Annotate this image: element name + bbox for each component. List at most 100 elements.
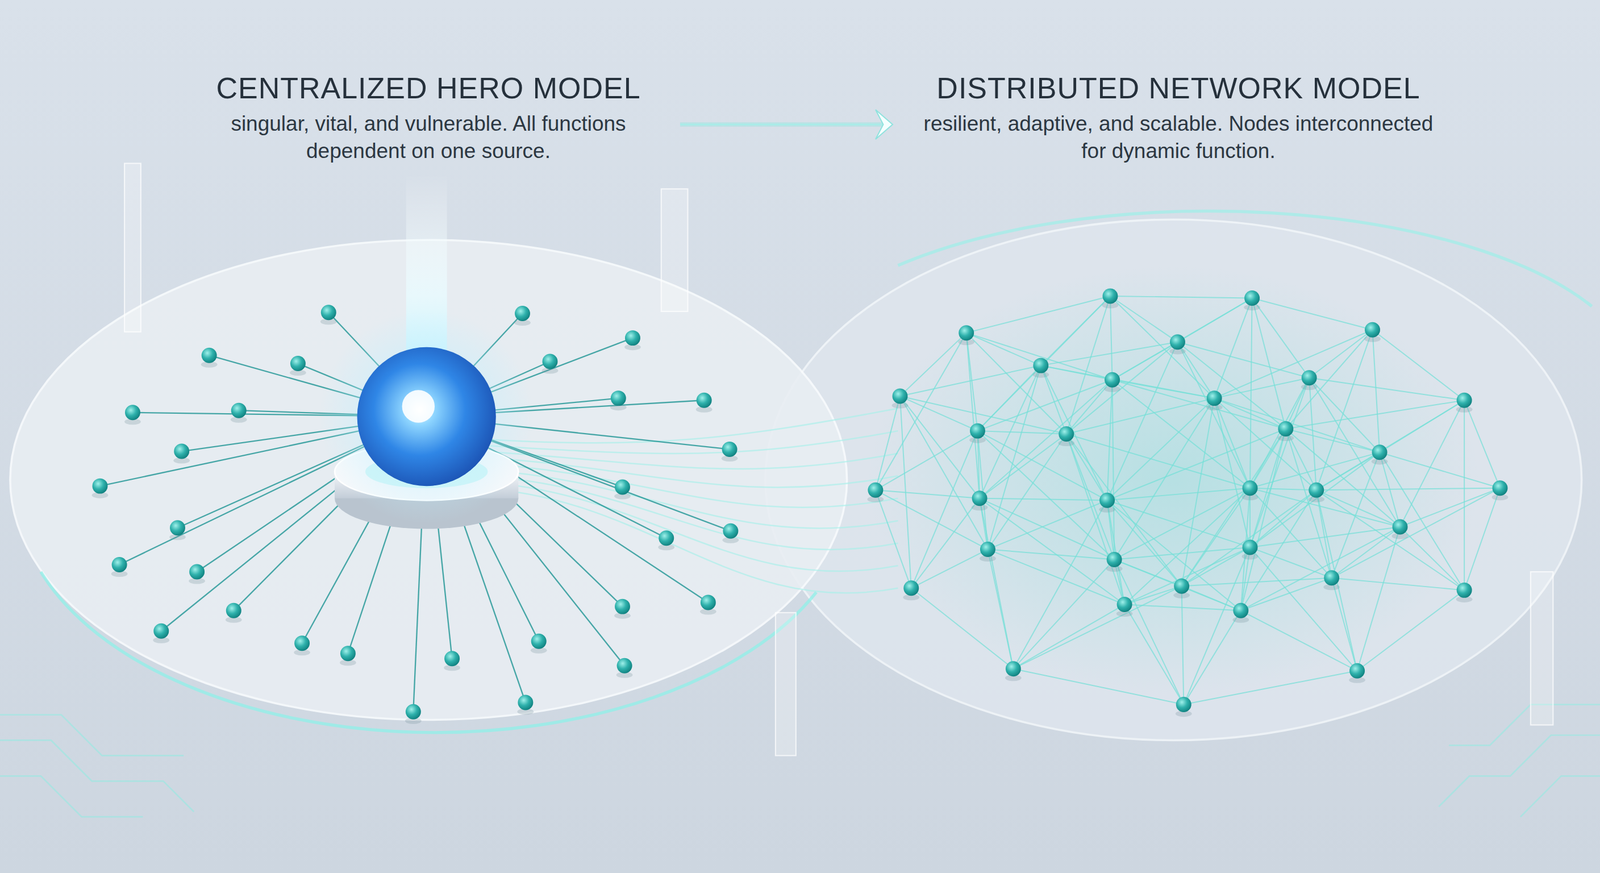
network-dot (1456, 582, 1473, 598)
mesh-line (1214, 398, 1380, 453)
network-dot (231, 402, 247, 419)
hub-core (402, 389, 435, 423)
mesh-line (1013, 604, 1125, 669)
mesh-line (979, 379, 1112, 498)
mesh-line (979, 498, 1125, 605)
network-dot (1032, 357, 1049, 374)
mesh-line (1183, 610, 1241, 704)
network-dot (542, 353, 558, 369)
mesh-line (1107, 379, 1113, 500)
mesh-line (1250, 547, 1332, 578)
mesh-line (900, 396, 978, 431)
mesh-line (966, 296, 1111, 333)
mesh-line (1112, 342, 1178, 380)
network-plate (765, 219, 1582, 740)
network-dot (1099, 492, 1115, 508)
network-dot (1244, 290, 1260, 306)
mesh-line (1400, 526, 1465, 590)
mesh-line (911, 549, 989, 589)
mesh-line (1309, 329, 1373, 378)
network-dot (1277, 421, 1294, 437)
mesh-line (1214, 298, 1252, 399)
mesh-line (1110, 296, 1253, 299)
mesh-line (1240, 610, 1358, 671)
flow-line (479, 430, 898, 454)
mesh-line (1331, 526, 1400, 578)
arrow-head (875, 109, 893, 140)
network-dot (1102, 288, 1118, 304)
mesh-line (1250, 452, 1380, 548)
network-dot (1106, 551, 1123, 568)
mesh-line (1240, 577, 1332, 611)
mesh-line (1114, 559, 1184, 704)
mesh-line (1183, 547, 1250, 705)
network-dot (1364, 322, 1381, 338)
network-dot (111, 556, 128, 573)
mesh-line (1013, 668, 1184, 705)
mesh-line (1110, 296, 1178, 343)
mesh-line (1181, 428, 1286, 587)
mesh-line (1066, 434, 1125, 605)
mesh-line (875, 430, 978, 490)
mesh-line (987, 500, 1107, 549)
network-dot (92, 478, 108, 494)
mesh-line (1114, 547, 1250, 560)
mesh-line (1114, 559, 1241, 611)
mesh-line (1372, 329, 1465, 400)
network-dot (617, 657, 633, 674)
flow-line (479, 463, 898, 508)
mesh-line (979, 498, 1115, 560)
network-dot (972, 490, 988, 506)
mesh-line (1252, 298, 1373, 331)
arrow-glow (680, 122, 884, 127)
network-dot (517, 694, 533, 711)
mesh-line (1214, 398, 1317, 491)
mesh-line (1110, 296, 1215, 399)
mesh-line (977, 430, 1066, 434)
mesh-line (1177, 342, 1250, 489)
panel-description: singular, vital, and vulnerable. All fun… (192, 110, 665, 165)
network-dot (1301, 369, 1318, 386)
hub-sphere (357, 347, 497, 486)
network-dot (969, 423, 986, 439)
network-dot (1392, 519, 1408, 535)
circuit-traces (0, 704, 1600, 818)
mesh-line (1309, 377, 1400, 527)
mesh-line (1463, 400, 1465, 590)
network-dot (1349, 663, 1365, 679)
network-links (875, 296, 1500, 705)
mesh-line (1464, 400, 1500, 488)
network-dot (722, 441, 738, 457)
mesh-line (1040, 365, 1215, 398)
mesh-line (1400, 488, 1500, 527)
mesh-line (1112, 379, 1250, 488)
mesh-line (1372, 329, 1381, 453)
network-dot (1308, 482, 1324, 498)
mesh-line (1316, 488, 1500, 491)
mesh-line (1400, 400, 1465, 527)
mesh-line (1124, 604, 1241, 611)
mesh-line (1181, 577, 1332, 586)
mesh-line (979, 498, 1107, 501)
network-dot (892, 388, 908, 404)
network-dot (405, 703, 422, 720)
mesh-line (1107, 500, 1241, 611)
network-dot (294, 635, 310, 651)
mesh-line (1013, 585, 1182, 669)
network-dot (1169, 334, 1186, 350)
mesh-line (1316, 329, 1373, 490)
plate-rim-glow (40, 571, 817, 733)
mesh-line (966, 332, 1113, 381)
flow-line (479, 469, 898, 528)
mesh-line (1250, 488, 1317, 491)
network-dot (1173, 578, 1190, 594)
mesh-line (1316, 489, 1400, 527)
mesh-line (1316, 489, 1358, 671)
mesh-line (1066, 296, 1111, 435)
mesh-line (1112, 298, 1253, 381)
mesh-line (875, 489, 980, 498)
mesh-line (911, 498, 980, 589)
panel-heading: CENTRALIZED HERO MODEL (189, 70, 668, 106)
mesh-line (1309, 377, 1465, 401)
